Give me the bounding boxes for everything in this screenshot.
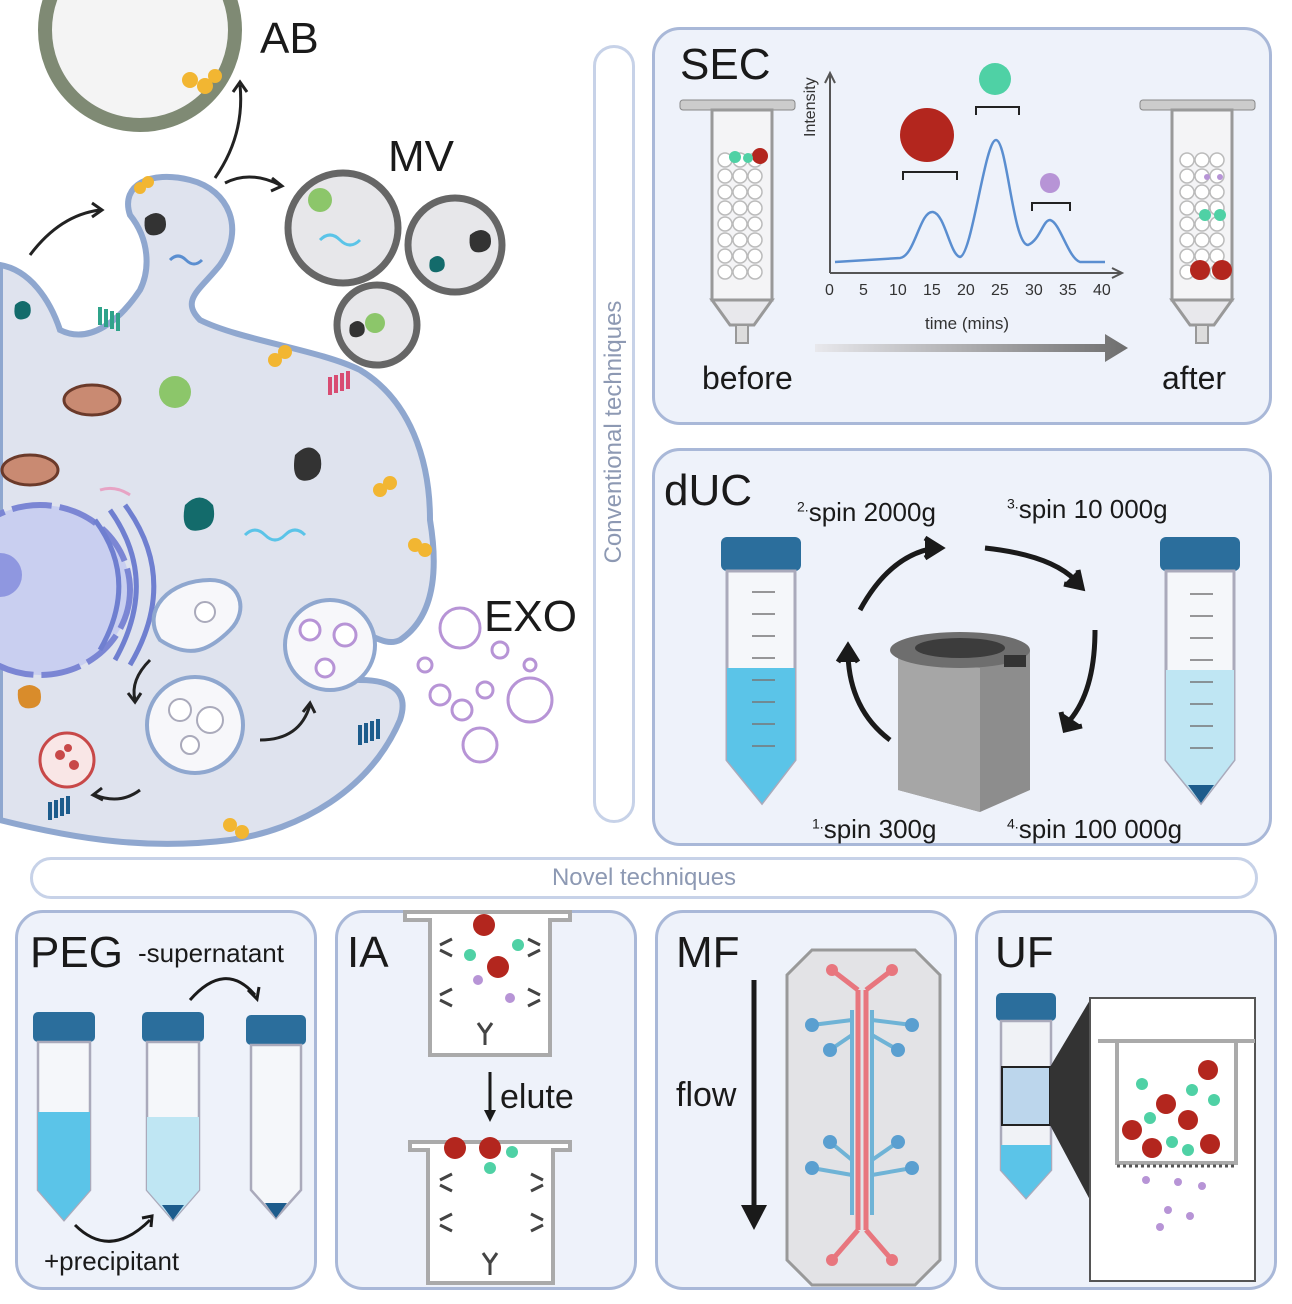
duc-illustration: [721, 535, 1240, 812]
protein-teal-icon: [14, 301, 31, 320]
flow-arrows: [28, 79, 317, 802]
sec-xtick: 10: [889, 282, 907, 299]
uf-title: UF: [995, 928, 1054, 977]
medium-vesicle-icon: [979, 63, 1011, 95]
membrane-protein-icon: [48, 307, 380, 820]
membrane-protein-yellow-icon: [134, 176, 432, 839]
nucleus: [0, 502, 133, 678]
before-after-arrow: [815, 334, 1128, 362]
microfluidic-ports: [805, 1018, 919, 1175]
duc-title: dUC: [664, 466, 753, 515]
sec-xtick: 25: [991, 282, 1009, 299]
sec-xtick: 5: [859, 282, 868, 299]
duc-step4-label: 4.spin 100 000g: [1007, 814, 1183, 844]
mf-illustration: [741, 948, 942, 1287]
mv-label: MV: [388, 132, 454, 181]
peg-tube-3: [246, 1015, 306, 1220]
late-endosome: [151, 577, 243, 653]
sec-xtick: 30: [1025, 282, 1043, 299]
rna-strand-icon: [99, 486, 131, 497]
sec-xtick: 0: [825, 282, 834, 299]
apoptotic-body: [38, 0, 242, 132]
duc-step2-label: 2.spin 2000g: [797, 497, 936, 527]
sec-xtick: 15: [923, 282, 941, 299]
filtrate-particles: [1142, 1176, 1206, 1231]
ia-title: IA: [347, 928, 389, 977]
golgi-apparatus: [92, 503, 157, 667]
peg-illustration: [33, 977, 306, 1243]
peg-title: PEG: [30, 928, 123, 977]
centrifuge-tube-right: [1160, 537, 1240, 806]
duc-step1-label: 1.spin 300g: [812, 814, 937, 844]
ab-protein-icon: [182, 69, 222, 94]
mitochondrion-icon: [62, 383, 122, 417]
microvesicle: [333, 281, 421, 369]
rna-strand-icon: [168, 254, 204, 266]
protein-orange-icon: [17, 685, 41, 709]
chromatogram-axes: [824, 70, 1125, 279]
cell-illustration: [0, 0, 554, 847]
ia-elute-label: elute: [500, 1078, 574, 1116]
ab-label: AB: [260, 14, 319, 63]
uf-filter-cup: [1098, 1039, 1255, 1165]
sec-before-label: before: [702, 360, 793, 396]
peg-tube-1: [33, 1012, 95, 1222]
exosome-cluster: [416, 606, 554, 764]
ia-well-top: [403, 910, 572, 1057]
peg-precipitant-label: +precipitant: [44, 1246, 180, 1276]
mf-title: MF: [676, 928, 740, 977]
microfluidic-ports-red: [826, 964, 898, 1266]
ia-well-bottom: [408, 1137, 572, 1285]
retained-vesicles: [1122, 1060, 1220, 1158]
centrifuge-tube-left: [721, 537, 801, 806]
sec-title: SEC: [680, 40, 771, 89]
ultracentrifuge-icon: [890, 632, 1030, 812]
conventional-techniques-bar: [593, 45, 635, 823]
mf-flow-label: flow: [676, 1076, 737, 1114]
sec-xtick: 20: [957, 282, 975, 299]
sec-xlabel: time (mins): [925, 314, 1010, 333]
elute-arrow: [484, 1072, 496, 1122]
sec-illustration: [679, 63, 1256, 362]
duc-step3-label: 3.spin 10 000g: [1007, 494, 1168, 524]
protein-green-icon: [159, 376, 191, 408]
sec-after-label: after: [1162, 360, 1227, 396]
antibody-icon: [439, 937, 541, 1045]
protein-teal-icon: [183, 497, 215, 531]
novel-techniques-label: Novel techniques: [551, 864, 737, 891]
protein-dark-icon: [294, 447, 322, 481]
zoom-projection: [1050, 1000, 1090, 1200]
peg-supernatant-label: -supernatant: [138, 938, 284, 968]
microvesicle: [404, 194, 506, 296]
peg-arrows: [73, 977, 261, 1243]
protein-dark-icon: [144, 213, 166, 236]
microvesicle: [284, 169, 402, 287]
sec-xtick: 40: [1093, 282, 1111, 299]
mitochondrion-icon: [0, 453, 60, 487]
novel-techniques-bar: [30, 857, 1258, 899]
sec-column-before: [679, 99, 796, 344]
antibody-icon: [439, 1172, 544, 1275]
spin-cycle-arrows: [835, 535, 1098, 742]
exo-label: EXO: [484, 592, 577, 641]
sec-xticks: 0 5 10 15 20 25 30 35 40: [825, 282, 1115, 302]
small-vesicle-icon: [1040, 173, 1060, 193]
sec-xtick: 35: [1059, 282, 1077, 299]
chromatogram-curve: [834, 138, 1105, 264]
multivesicular-body: [145, 675, 245, 775]
peak-brackets: [902, 106, 1071, 211]
sec-column-after: [1139, 99, 1256, 344]
flow-arrow: [741, 980, 767, 1230]
fusing-mvb: [283, 598, 377, 692]
uf-tube: [996, 993, 1056, 1200]
rna-strand-icon: [243, 528, 307, 542]
ia-illustration: [403, 910, 572, 1285]
large-vesicle-icon: [900, 108, 954, 162]
lysosome: [38, 731, 96, 789]
microfluidic-channels-red: [830, 968, 894, 1262]
peg-tube-2: [142, 1012, 204, 1222]
